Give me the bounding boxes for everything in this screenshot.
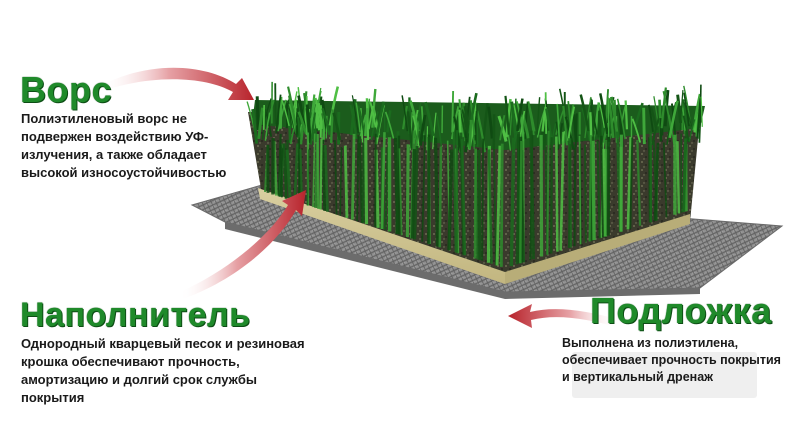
grass-blades (246, 81, 703, 267)
pile-title: Ворс (20, 69, 112, 110)
watermark (572, 352, 757, 398)
base-title: Подложка (590, 290, 772, 331)
arrow-to-infill-icon (180, 190, 306, 300)
base-description: Выполнена из полиэтилена, обеспечивает п… (562, 336, 781, 384)
arrow-to-base-icon (508, 304, 620, 328)
arrow-to-pile-icon (100, 67, 254, 100)
infill-title: Наполнитель (20, 296, 251, 334)
pile-description: Полиэтиленовый ворс не подвержен воздейс… (21, 111, 227, 180)
infill-description: Однородный кварцевый песок и резиновая к… (21, 336, 305, 405)
